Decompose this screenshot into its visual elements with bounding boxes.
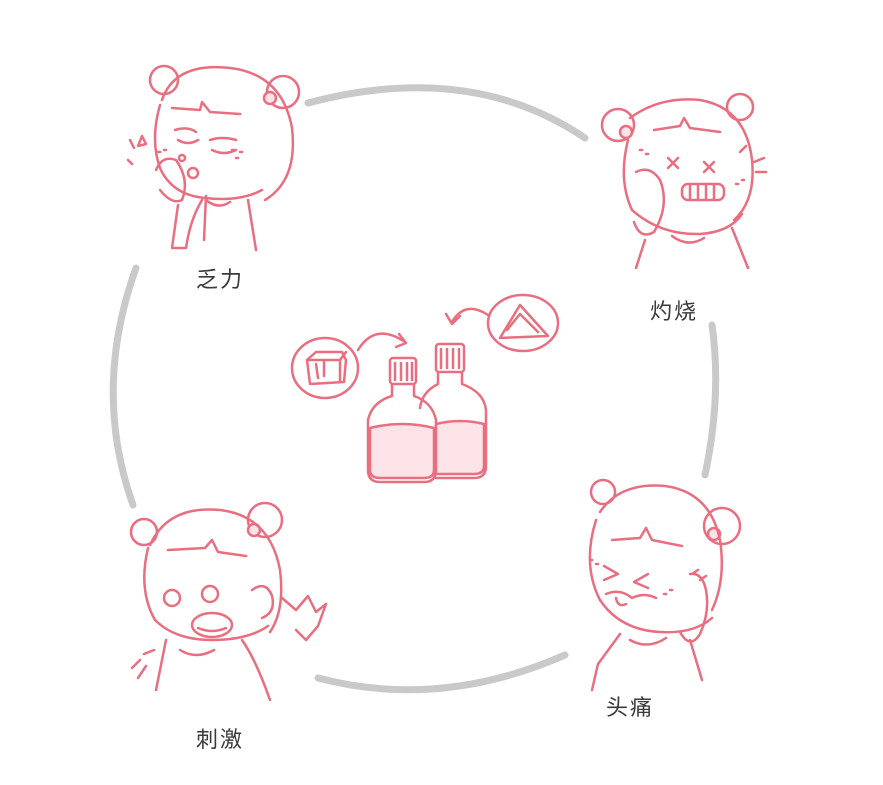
cycle-ring — [109, 84, 720, 694]
symptom-label-burning: 灼烧 — [650, 300, 699, 325]
tired-girl-figure — [126, 64, 301, 252]
ring-arc-top — [304, 84, 589, 142]
ring-arc-left — [109, 264, 140, 509]
ring-arc-right — [701, 321, 720, 479]
symptom-label-fatigue: 乏力 — [196, 268, 245, 293]
symptom-label-headache: 头痛 — [606, 696, 655, 721]
triangle-powder-bubble — [444, 293, 560, 353]
bottles-icon — [366, 342, 488, 484]
ring-arc-bottom — [314, 651, 569, 694]
shocked-girl-figure — [129, 501, 328, 702]
headache-girl-figure — [588, 478, 742, 692]
cube-crystal-bubble — [290, 332, 408, 400]
burning-pain-girl-figure — [600, 92, 768, 270]
symptom-label-irritation: 刺激 — [196, 728, 245, 753]
